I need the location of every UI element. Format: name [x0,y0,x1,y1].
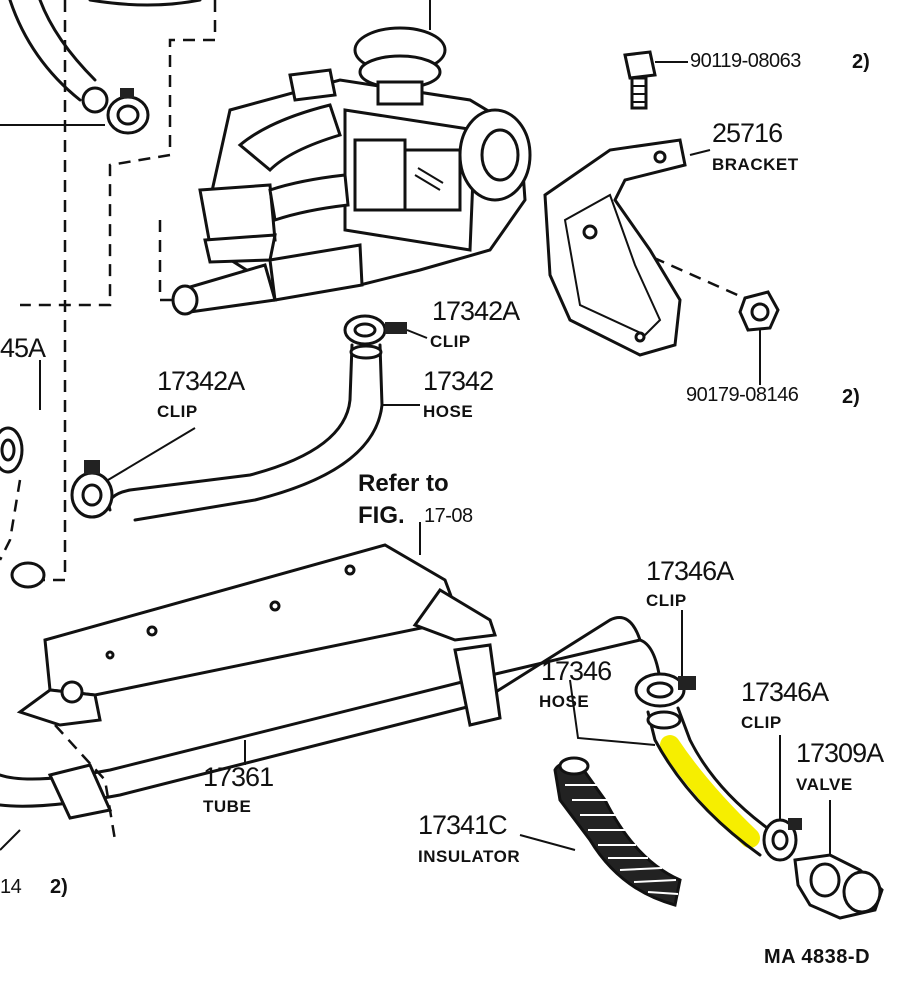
part-number-25716: 25716 [712,118,783,148]
mounting-plate [16,522,498,727]
clip-17346a-right [762,735,802,862]
valve-17309a [793,800,884,920]
drawing-code: MA 4838-D [764,946,871,968]
part-number-17342a-left: 17342A [157,366,245,396]
dashed-leader-lines [0,0,761,841]
clip-17342a-top [343,314,428,346]
part-number-17342a-top: 17342A [432,296,520,326]
bracket-25716 [543,138,711,357]
part-name-hose-17342: HOSE [423,402,474,421]
part-name-hose-17346: HOSE [539,692,590,711]
part-number-17346a-top: 17346A [646,556,734,586]
part-name-clip-17346a-top: CLIP [646,591,687,610]
part-number-17361: 17361 [203,762,274,792]
clip-17346a-top [634,610,696,708]
refer-fig-number: 17-08 [424,505,473,527]
nut-90179 [738,290,780,385]
refer-to-text: Refer to [358,470,449,497]
part-name-valve: VALVE [796,775,853,794]
part-number-17342: 17342 [423,366,494,396]
quantity-note-14: 2) [50,876,68,898]
bolt-90119 [623,50,688,110]
part-number-17309a: 17309A [796,738,884,768]
valve-assembly [171,0,532,316]
quantity-note-90179: 2) [842,386,860,408]
hose-17346 [569,679,772,857]
part-number-17341c: 17341C [418,810,508,840]
quantity-note-90119: 2) [852,51,870,73]
part-number-90119: 90119-08063 [690,50,801,72]
part-name-insulator: INSULATOR [418,847,521,866]
misc-leaders [0,829,21,851]
insulator-17341c [519,756,682,907]
upper-left-hose [0,0,202,126]
part-number-90179: 90179-08146 [686,384,799,406]
clip-17342a-left [70,427,196,519]
left-edge-clips [0,360,46,589]
refer-fig-text: FIG. [358,502,405,529]
part-number-17346a-right: 17346A [741,677,829,707]
part-name-tube: TUBE [203,797,252,816]
tube-17361 [0,616,662,820]
part-number-14: 14 [0,876,22,898]
part-name-clip-top: CLIP [430,332,471,351]
part-number-45a: 45A [0,333,46,363]
part-name-bracket: BRACKET [712,155,799,174]
part-name-clip-17346a-right: CLIP [741,713,782,732]
part-name-clip-left: CLIP [157,402,198,421]
upper-left-clip [81,86,150,135]
part-number-17346: 17346 [541,656,612,686]
